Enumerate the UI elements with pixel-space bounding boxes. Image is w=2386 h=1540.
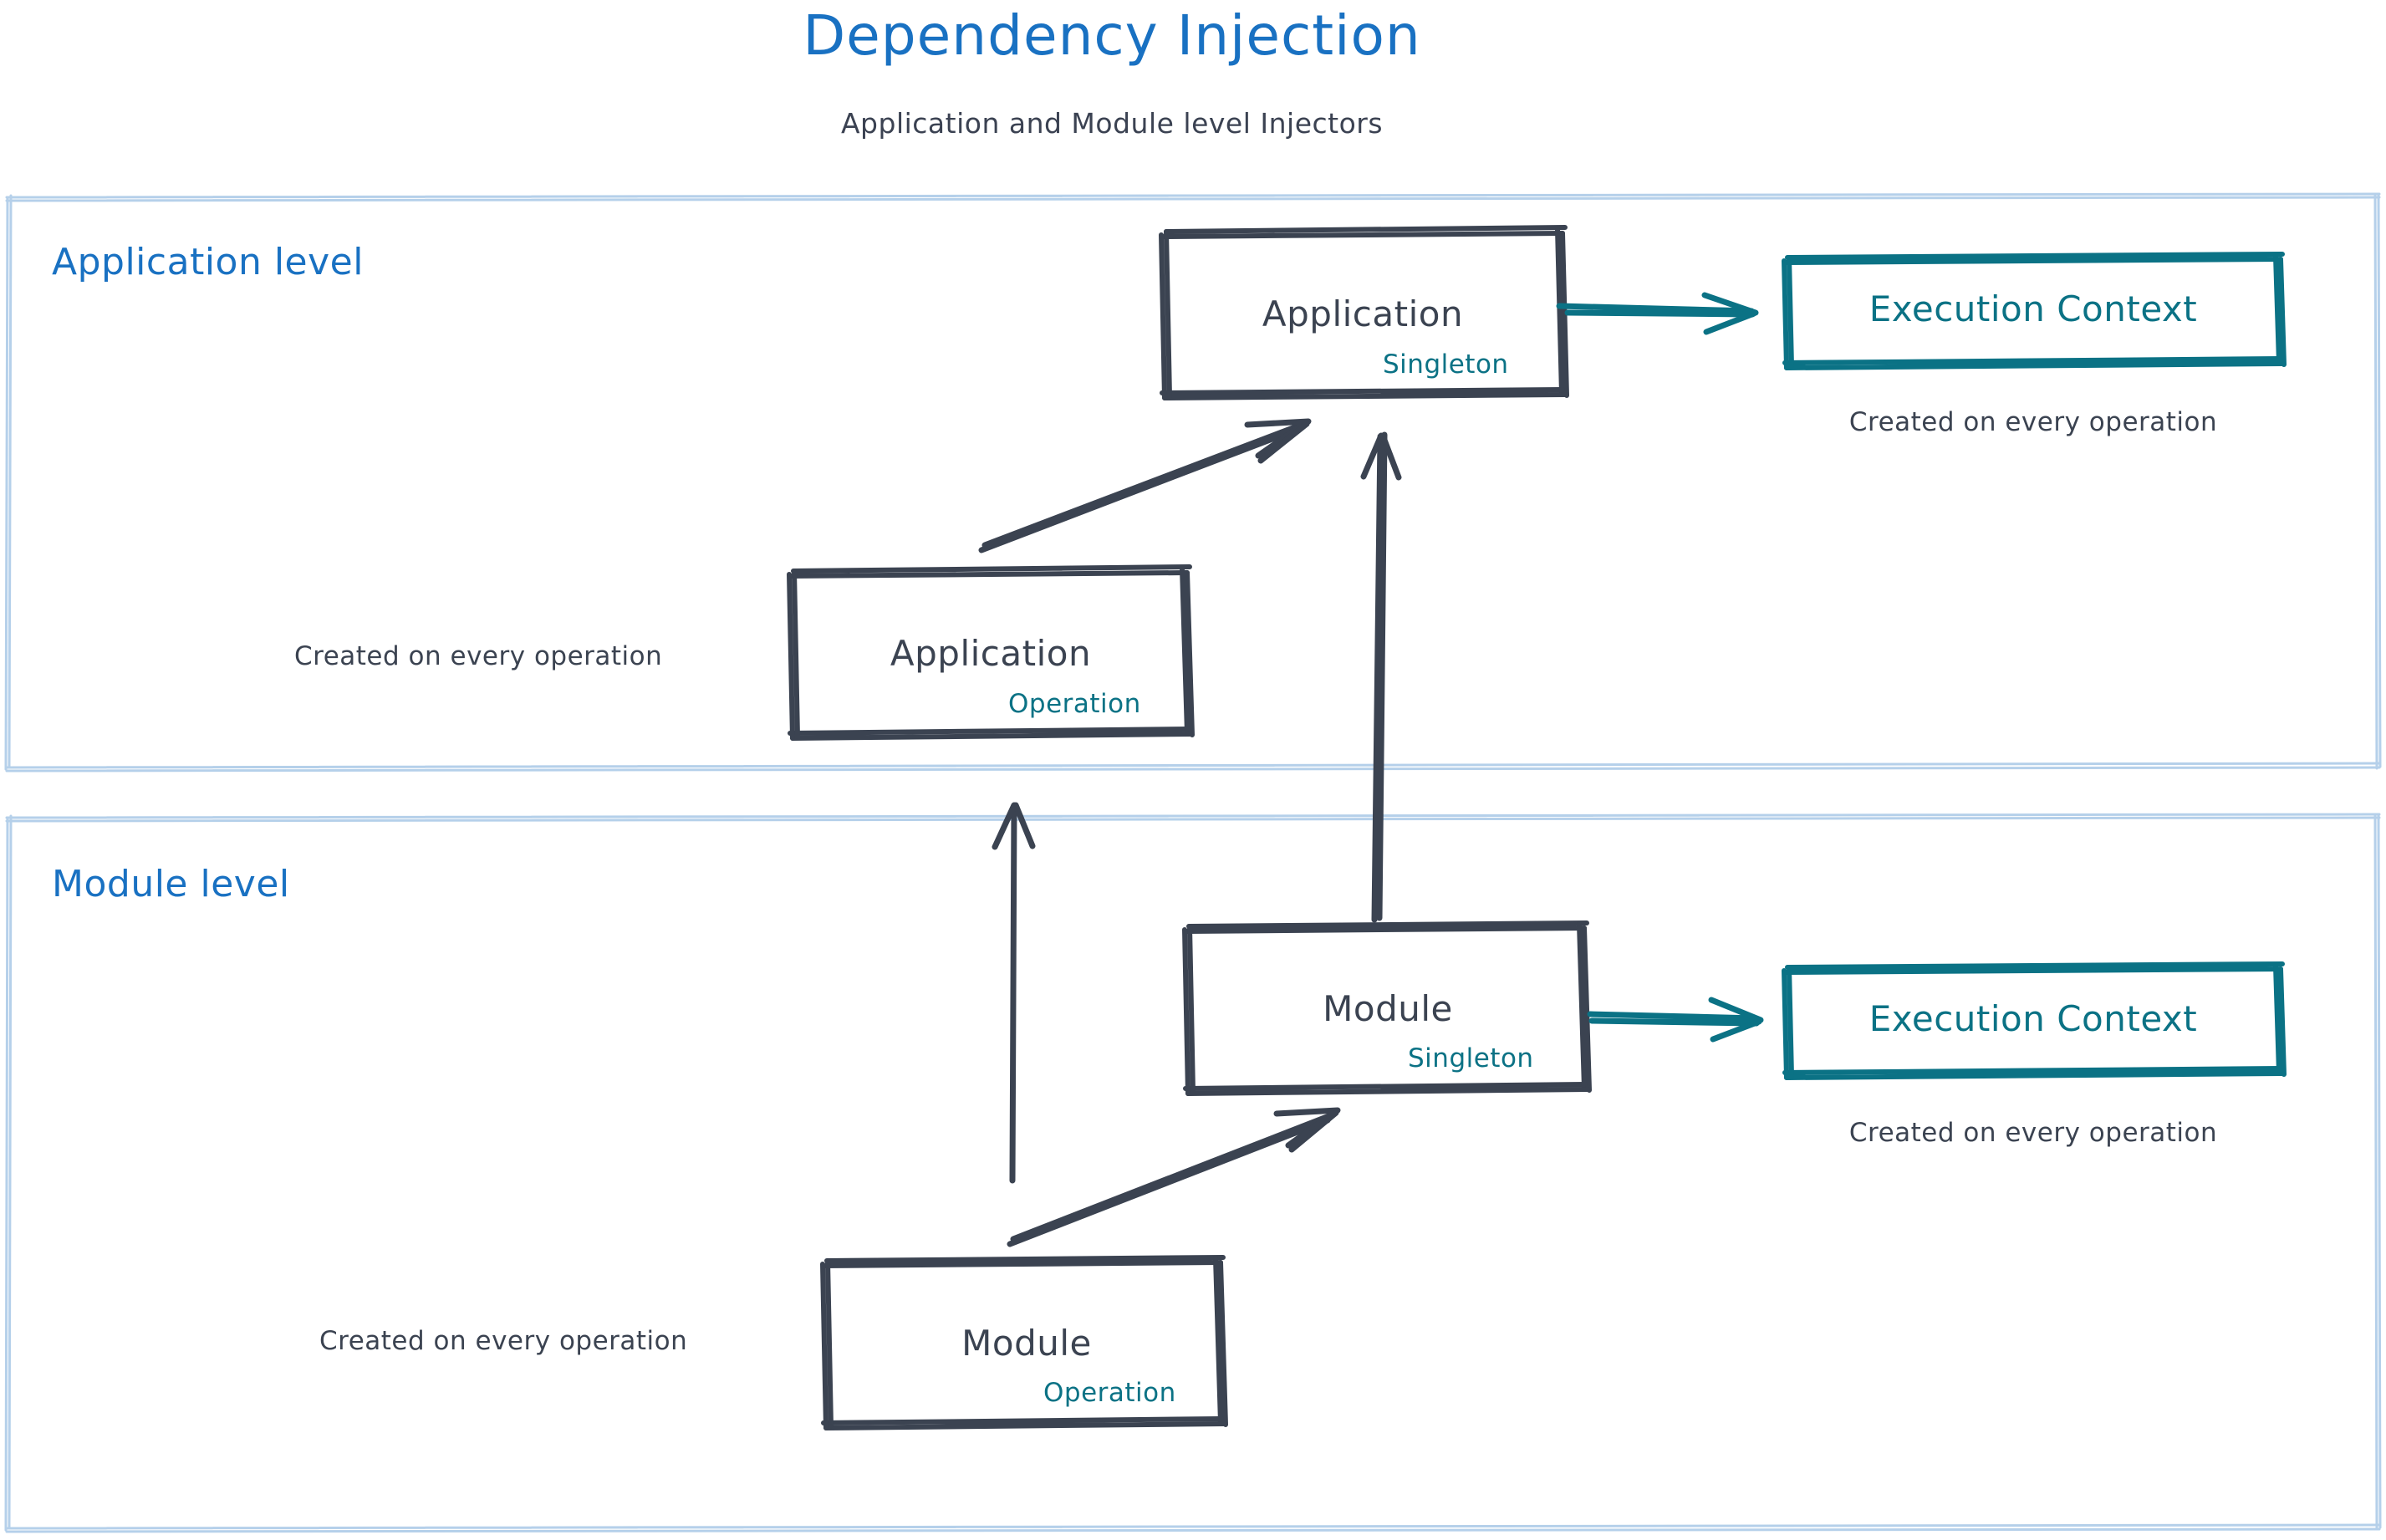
node-execution-context-application-box[interactable]	[1782, 252, 2287, 370]
page-subtitle: Application and Module level Injectors	[840, 107, 1384, 140]
panel-label-application-level: Application level	[52, 241, 364, 283]
node-module-singleton-scope: Singleton	[1408, 1043, 1534, 1073]
edge-module-operation-to-app-operation	[992, 802, 1036, 1184]
edge-module-singleton-to-app-singleton	[1360, 431, 1402, 923]
node-module-operation-title: Module	[961, 1323, 1092, 1364]
node-application-singleton-box[interactable]	[1159, 225, 1569, 400]
node-execution-context-module-box[interactable]	[1782, 961, 2287, 1080]
edge-module-operation-to-module-singleton	[1007, 1107, 1341, 1247]
edge-module-singleton-to-ec-module	[1587, 997, 1764, 1043]
node-module-operation-box[interactable]	[820, 1255, 1228, 1430]
node-module-singleton-title: Module	[1323, 988, 1453, 1029]
node-application-singleton-scope: Singleton	[1383, 349, 1509, 380]
edge-app-singleton-to-ec-application	[1556, 292, 1759, 335]
caption-ec-module: Created on every operation	[1848, 1118, 2218, 1148]
node-application-singleton-title: Application	[1262, 293, 1464, 334]
node-application-operation-scope: Operation	[1008, 689, 1141, 719]
node-application-operation-box[interactable]	[787, 564, 1195, 741]
page-title: Dependency Injection	[803, 3, 1421, 68]
panel-label-module-level: Module level	[52, 863, 290, 905]
node-module-singleton-box[interactable]	[1182, 920, 1592, 1096]
caption-application-operation: Created on every operation	[294, 641, 663, 671]
node-execution-context-application-title: Execution Context	[1869, 288, 2198, 329]
node-execution-context-module-title: Execution Context	[1869, 998, 2198, 1039]
edge-app-operation-to-app-singleton	[978, 418, 1312, 553]
panel-application-level-frame	[4, 192, 2382, 773]
node-application-operation-title: Application	[890, 633, 1092, 674]
node-module-operation-scope: Operation	[1043, 1378, 1176, 1408]
caption-ec-application: Created on every operation	[1848, 407, 2218, 437]
panel-module-level-frame	[4, 813, 2382, 1533]
caption-module-operation: Created on every operation	[319, 1326, 688, 1356]
